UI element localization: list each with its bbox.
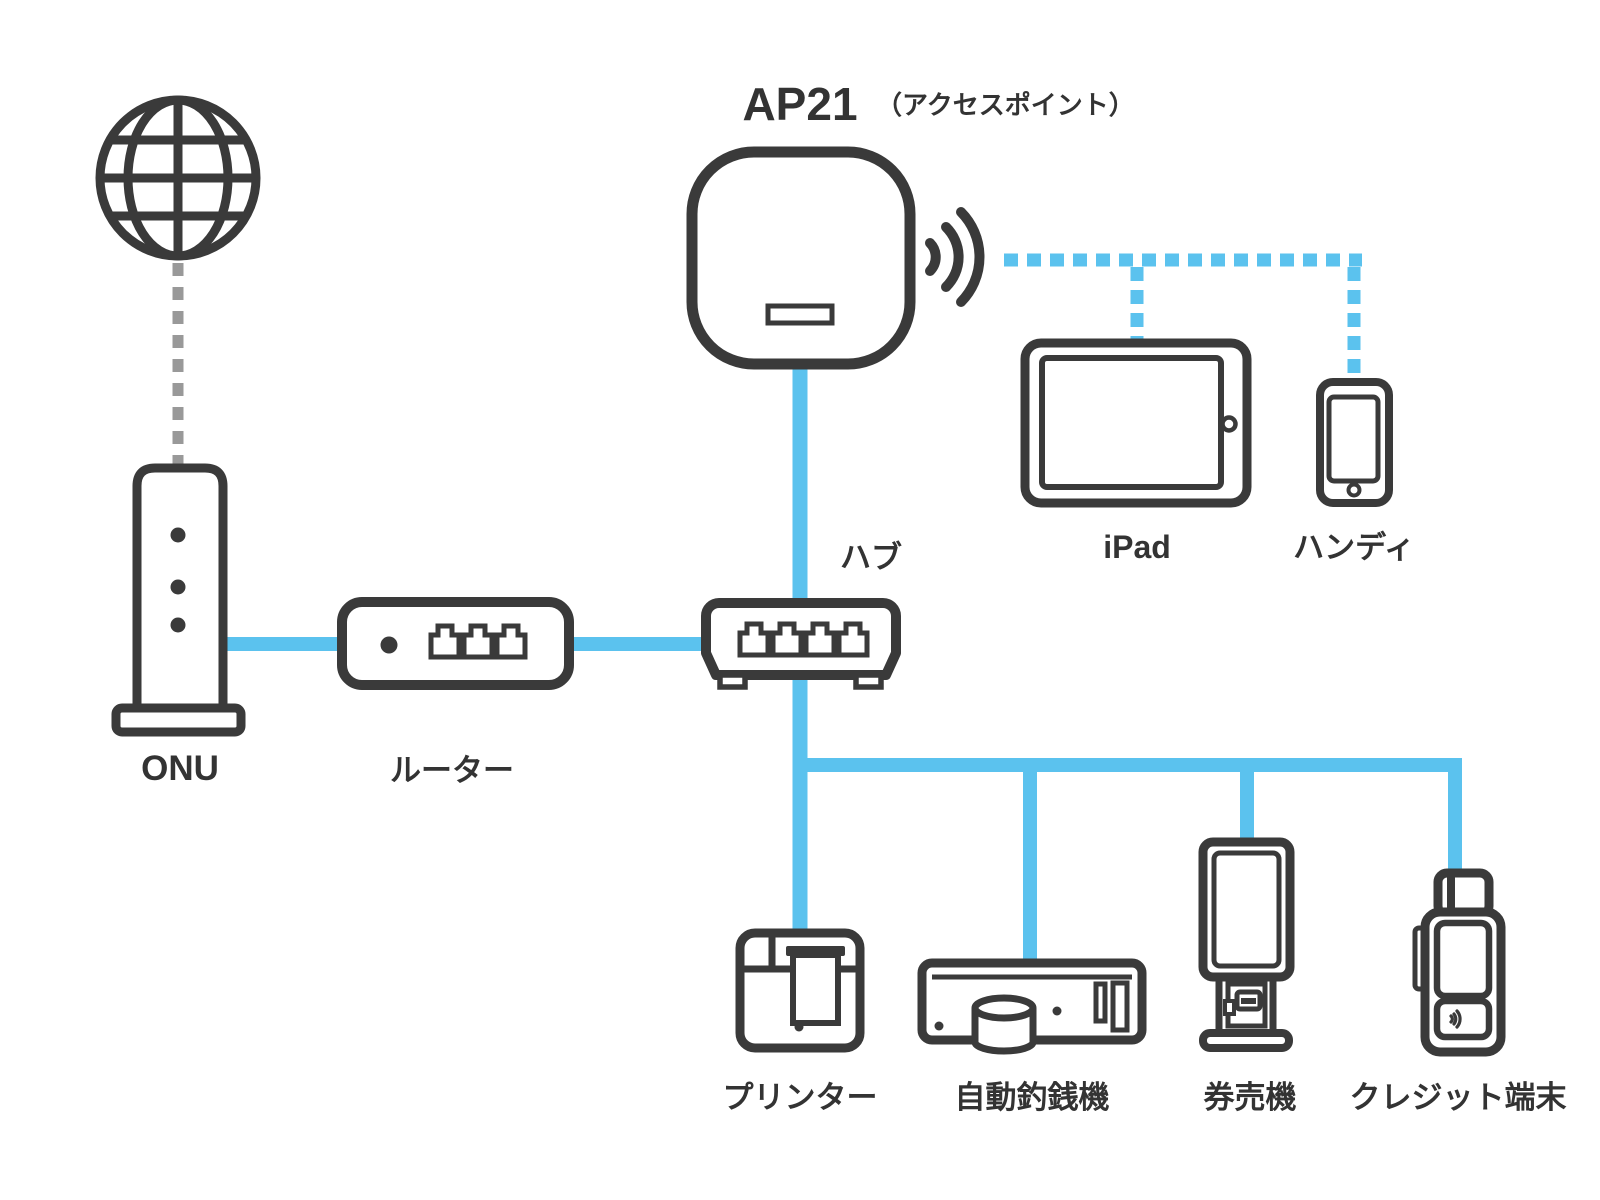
handy-label: ハンディ (1293, 530, 1415, 565)
bill-slot (1110, 980, 1130, 1033)
wireless-dashed-links (1004, 253, 1362, 379)
access-point-slot (765, 303, 835, 326)
printer-paper (790, 952, 841, 1026)
hub-device (701, 598, 901, 690)
onu-led (170, 527, 186, 543)
contactless-icon (1449, 1009, 1462, 1029)
change-machine-device (917, 958, 1147, 1055)
onu-label: ONU (141, 749, 219, 788)
printer-paper-dot (794, 1022, 804, 1032)
credit-terminal-label: クレジット端末 (1350, 1080, 1567, 1115)
access-point-device (686, 146, 916, 370)
onu-led (170, 579, 186, 595)
ipad-home-button (1220, 415, 1238, 433)
ticket-machine-device (1198, 837, 1295, 1052)
printer-device (735, 928, 865, 1053)
ap21-subtitle: （アクセスポイント） (876, 90, 1135, 120)
onu-base (111, 703, 246, 737)
handy-device (1316, 378, 1393, 507)
coin-cup-top (971, 994, 1037, 1022)
ap21-title: AP21 (742, 78, 857, 130)
credit-terminal-device (1412, 868, 1506, 1057)
credit-terminal-pad (1433, 997, 1493, 1041)
ipad-device (1020, 338, 1252, 508)
onu-device (111, 463, 246, 737)
hub-foot (717, 672, 748, 690)
change-machine-dot (934, 1021, 944, 1031)
change-machine-dot (1052, 1006, 1062, 1016)
bill-slot (1093, 981, 1108, 1024)
change-machine-label: 自動釣銭機 (955, 1080, 1110, 1115)
card-reader-slot (1241, 998, 1256, 1004)
globe-icon (95, 95, 261, 261)
ethernet-port-icons (431, 626, 525, 657)
handy-home-button (1346, 482, 1362, 498)
hub-foot (853, 672, 884, 690)
ticket-machine-label: 券売機 (1204, 1080, 1297, 1115)
router-led (380, 636, 398, 654)
wifi-waves-icon (925, 207, 985, 307)
ipad-label: iPad (1103, 529, 1171, 565)
hub-label: ハブ (840, 540, 902, 575)
router-device (337, 597, 574, 690)
onu-led (170, 617, 186, 633)
printer-label: プリンター (723, 1080, 878, 1115)
access-point-body (686, 146, 916, 370)
ipad-screen (1039, 355, 1224, 490)
ticket-machine-tab (1223, 999, 1236, 1016)
ticket-machine-screen (1211, 850, 1282, 969)
credit-terminal-screen (1433, 919, 1493, 1000)
router-label: ルーター (390, 753, 514, 788)
lan-cables (223, 360, 1462, 967)
handy-screen (1326, 394, 1381, 484)
ticket-machine-base (1199, 1029, 1293, 1052)
